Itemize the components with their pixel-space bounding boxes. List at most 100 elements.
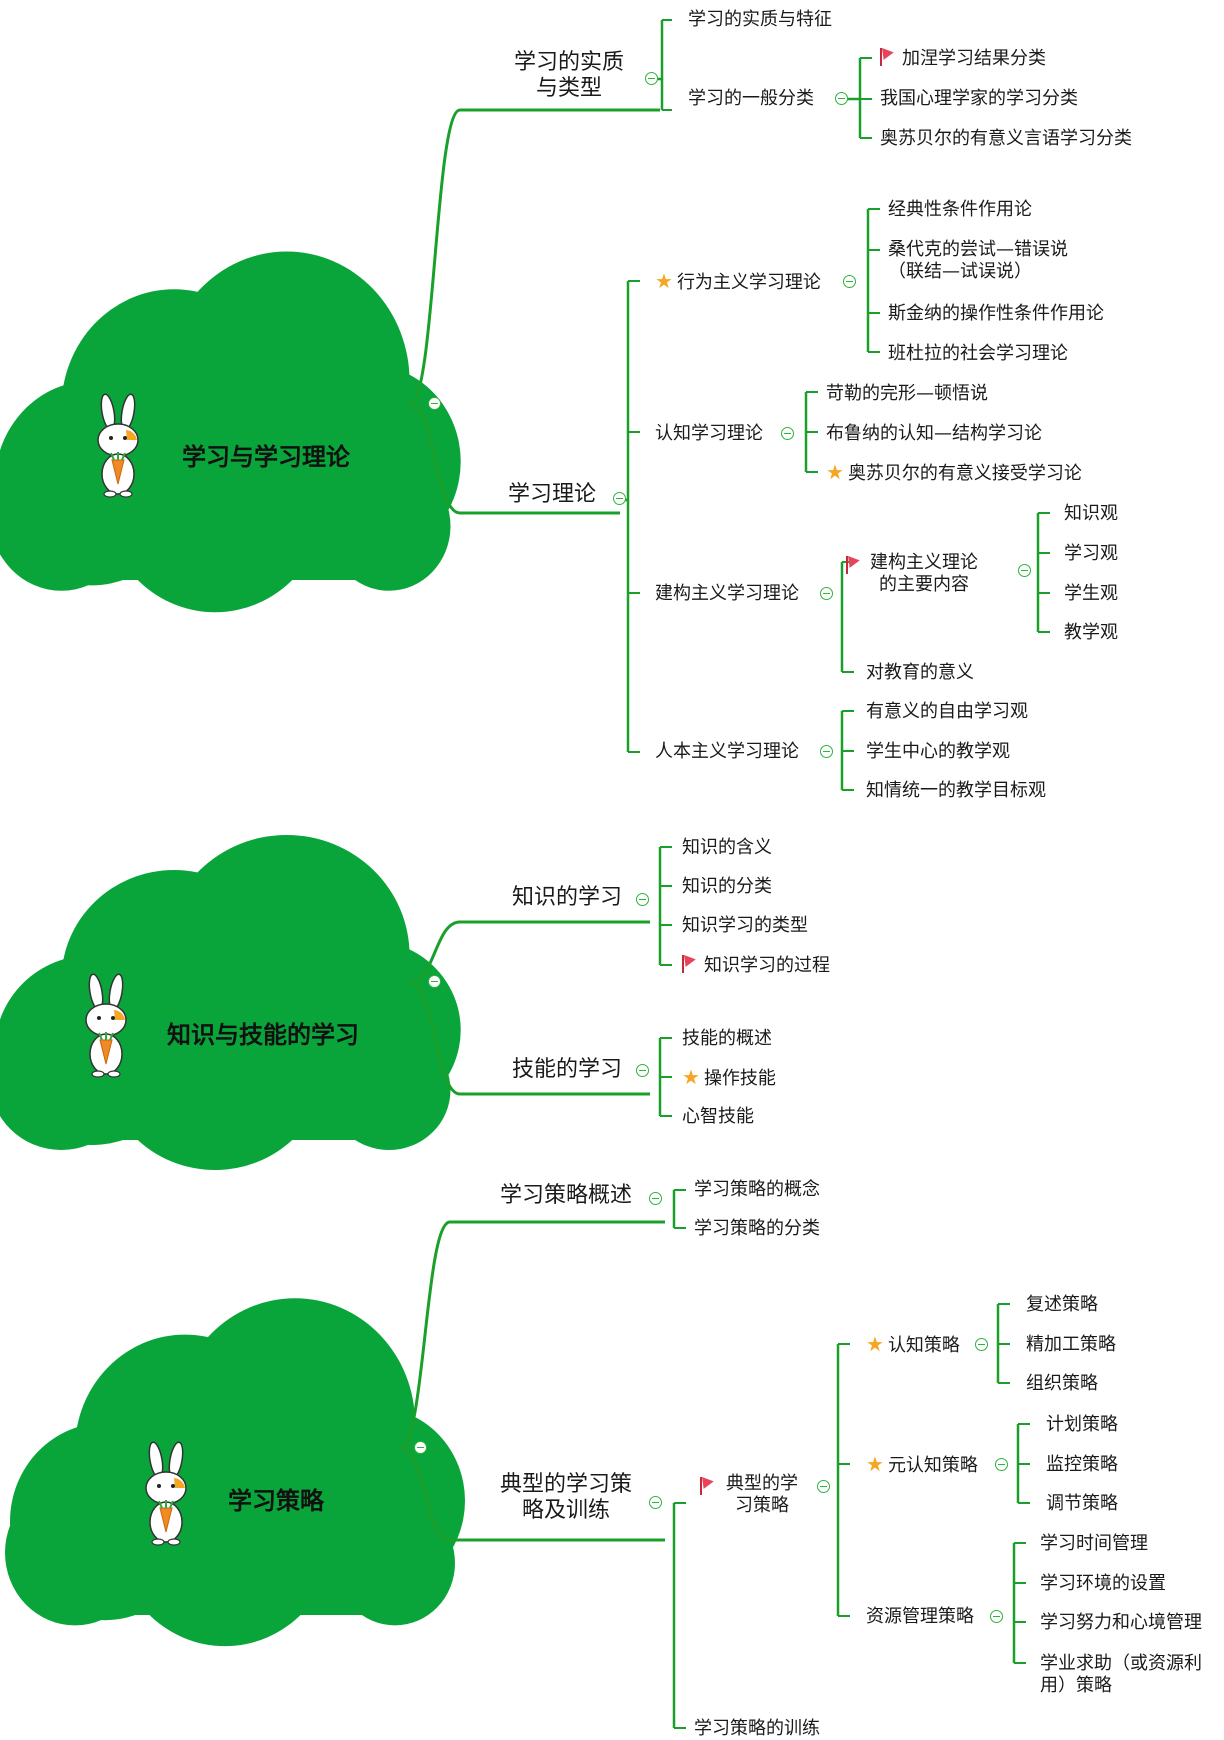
branch-knowledge-learning[interactable]: 知识的学习 <box>512 885 623 910</box>
rabbit-with-carrot-icon <box>97 393 139 498</box>
root-node-learning-theory[interactable]: 学习与学习理论 <box>182 443 350 471</box>
node-chinese-classification[interactable]: 我国心理学家的学习分类 <box>880 88 1078 109</box>
node-skinner[interactable]: 斯金纳的操作性条件作用论 <box>888 303 1104 324</box>
node-typical-strategies[interactable]: 典型的学 习策略 <box>700 1473 798 1516</box>
node-ausubel-reception[interactable]: ★奥苏贝尔的有意义接受学习论 <box>826 460 1082 484</box>
collapse-toggle-icon[interactable] <box>636 1064 649 1077</box>
collapse-toggle-icon[interactable] <box>428 397 441 410</box>
star-icon: ★ <box>682 1065 700 1089</box>
collapse-toggle-icon[interactable] <box>820 587 833 600</box>
node-classical-conditioning[interactable]: 经典性条件作用论 <box>888 199 1032 220</box>
node-ausubel-classification[interactable]: 奥苏贝尔的有意义言语学习分类 <box>880 128 1132 149</box>
node-effort-management[interactable]: 学习努力和心境管理 <box>1040 1612 1202 1633</box>
node-monitoring-strategy[interactable]: 监控策略 <box>1046 1454 1118 1475</box>
flag-icon <box>700 1477 714 1495</box>
node-strategy-training[interactable]: 学习策略的训练 <box>694 1718 820 1739</box>
node-resource-management[interactable]: 资源管理策略 <box>866 1606 974 1627</box>
node-rehearsal-strategy[interactable]: 复述策略 <box>1026 1294 1098 1315</box>
node-organization-strategy[interactable]: 组织策略 <box>1026 1373 1098 1394</box>
node-strategy-classification[interactable]: 学习策略的分类 <box>694 1218 820 1239</box>
branch-line <box>408 402 462 515</box>
cloud-shape <box>0 835 461 1170</box>
node-help-seeking[interactable]: 学业求助（或资源利 用）策略 <box>1040 1653 1202 1696</box>
node-operational-skill[interactable]: ★操作技能 <box>682 1065 776 1089</box>
node-knowledge-classification[interactable]: 知识的分类 <box>682 876 772 897</box>
node-knowledge-meaning[interactable]: 知识的含义 <box>682 837 772 858</box>
node-knowledge-emotion-unity[interactable]: 知情统一的教学目标观 <box>866 780 1046 801</box>
node-humanism[interactable]: 人本主义学习理论 <box>655 741 799 762</box>
node-learning-view[interactable]: 学习观 <box>1064 543 1118 564</box>
node-general-classification[interactable]: 学习的一般分类 <box>688 88 814 109</box>
node-behaviorism[interactable]: ★行为主义学习理论 <box>655 269 821 293</box>
branch-strategy-overview[interactable]: 学习策略概述 <box>500 1183 633 1208</box>
branch-learning-nature[interactable]: 学习的实质 与类型 <box>514 50 625 102</box>
branch-skill-learning[interactable]: 技能的学习 <box>512 1057 623 1082</box>
branch-line <box>408 920 462 984</box>
node-regulation-strategy[interactable]: 调节策略 <box>1046 1493 1118 1514</box>
collapse-toggle-icon[interactable] <box>843 275 856 288</box>
collapse-toggle-icon[interactable] <box>995 1458 1008 1471</box>
node-bandura[interactable]: 班杜拉的社会学习理论 <box>888 343 1068 364</box>
node-learning-essence-features[interactable]: 学习的实质与特征 <box>688 9 832 30</box>
node-teaching-view[interactable]: 教学观 <box>1064 622 1118 643</box>
star-icon: ★ <box>826 460 844 484</box>
node-planning-strategy[interactable]: 计划策略 <box>1046 1414 1118 1435</box>
node-elaboration-strategy[interactable]: 精加工策略 <box>1026 1334 1116 1355</box>
node-student-centered[interactable]: 学生中心的教学观 <box>866 741 1010 762</box>
branch-learning-theory[interactable]: 学习理论 <box>508 482 597 507</box>
collapse-toggle-icon[interactable] <box>428 975 441 988</box>
root-node-learning-strategy[interactable]: 学习策略 <box>228 1487 324 1515</box>
node-environment-setting[interactable]: 学习环境的设置 <box>1040 1573 1166 1594</box>
branch-line <box>408 980 462 1096</box>
star-icon: ★ <box>866 1332 884 1356</box>
rabbit-with-carrot-icon <box>145 1441 187 1546</box>
node-mental-skill[interactable]: 心智技能 <box>682 1106 754 1127</box>
node-thorndike[interactable]: 桑代克的尝试—错误说 （联结—试误说） <box>888 239 1068 282</box>
node-constructivism-content[interactable]: 建构主义理论 的主要内容 <box>846 552 978 595</box>
node-student-view[interactable]: 学生观 <box>1064 583 1118 604</box>
branch-typical-strategy-training[interactable]: 典型的学习策 略及训练 <box>500 1472 633 1524</box>
node-cognitive-theory[interactable]: 认知学习理论 <box>655 423 763 444</box>
node-time-management[interactable]: 学习时间管理 <box>1040 1533 1148 1554</box>
branch-line <box>398 1220 452 1450</box>
node-knowledge-learning-process[interactable]: 知识学习的过程 <box>682 955 830 977</box>
star-icon: ★ <box>655 269 673 293</box>
collapse-toggle-icon[interactable] <box>817 1480 830 1493</box>
collapse-toggle-icon[interactable] <box>820 745 833 758</box>
collapse-toggle-icon[interactable] <box>990 1610 1003 1623</box>
collapse-toggle-icon[interactable] <box>414 1441 427 1454</box>
collapse-toggle-icon[interactable] <box>649 1192 662 1205</box>
node-skill-overview[interactable]: 技能的概述 <box>682 1028 772 1049</box>
node-educational-significance[interactable]: 对教育的意义 <box>866 662 974 683</box>
node-bruner[interactable]: 布鲁纳的认知—结构学习论 <box>826 423 1042 444</box>
star-icon: ★ <box>866 1452 884 1476</box>
collapse-toggle-icon[interactable] <box>649 1496 662 1509</box>
node-metacognitive-strategy[interactable]: ★元认知策略 <box>866 1452 978 1476</box>
collapse-toggle-icon[interactable] <box>1018 564 1031 577</box>
cloud-shape <box>0 251 461 613</box>
node-strategy-concept[interactable]: 学习策略的概念 <box>694 1179 820 1200</box>
collapse-toggle-icon[interactable] <box>975 1338 988 1351</box>
collapse-toggle-icon[interactable] <box>781 427 794 440</box>
node-free-learning[interactable]: 有意义的自由学习观 <box>866 701 1028 722</box>
flag-icon <box>880 48 894 66</box>
collapse-toggle-icon[interactable] <box>835 92 848 105</box>
branch-line <box>408 108 462 406</box>
collapse-toggle-icon[interactable] <box>613 492 626 505</box>
flag-icon <box>682 955 696 973</box>
node-kohler[interactable]: 苛勒的完形—顿悟说 <box>826 383 988 404</box>
node-cognitive-strategy[interactable]: ★认知策略 <box>866 1332 960 1356</box>
node-knowledge-view[interactable]: 知识观 <box>1064 503 1118 524</box>
cloud-shape <box>5 1298 465 1647</box>
collapse-toggle-icon[interactable] <box>645 72 658 85</box>
node-constructivism[interactable]: 建构主义学习理论 <box>655 583 799 604</box>
rabbit-with-carrot-icon <box>85 973 127 1078</box>
branch-line <box>398 1446 452 1542</box>
node-knowledge-learning-types[interactable]: 知识学习的类型 <box>682 915 808 936</box>
root-node-knowledge-skill[interactable]: 知识与技能的学习 <box>167 1021 359 1049</box>
flag-icon <box>846 556 860 574</box>
collapse-toggle-icon[interactable] <box>636 893 649 906</box>
node-gagne-classification[interactable]: 加涅学习结果分类 <box>880 48 1046 70</box>
